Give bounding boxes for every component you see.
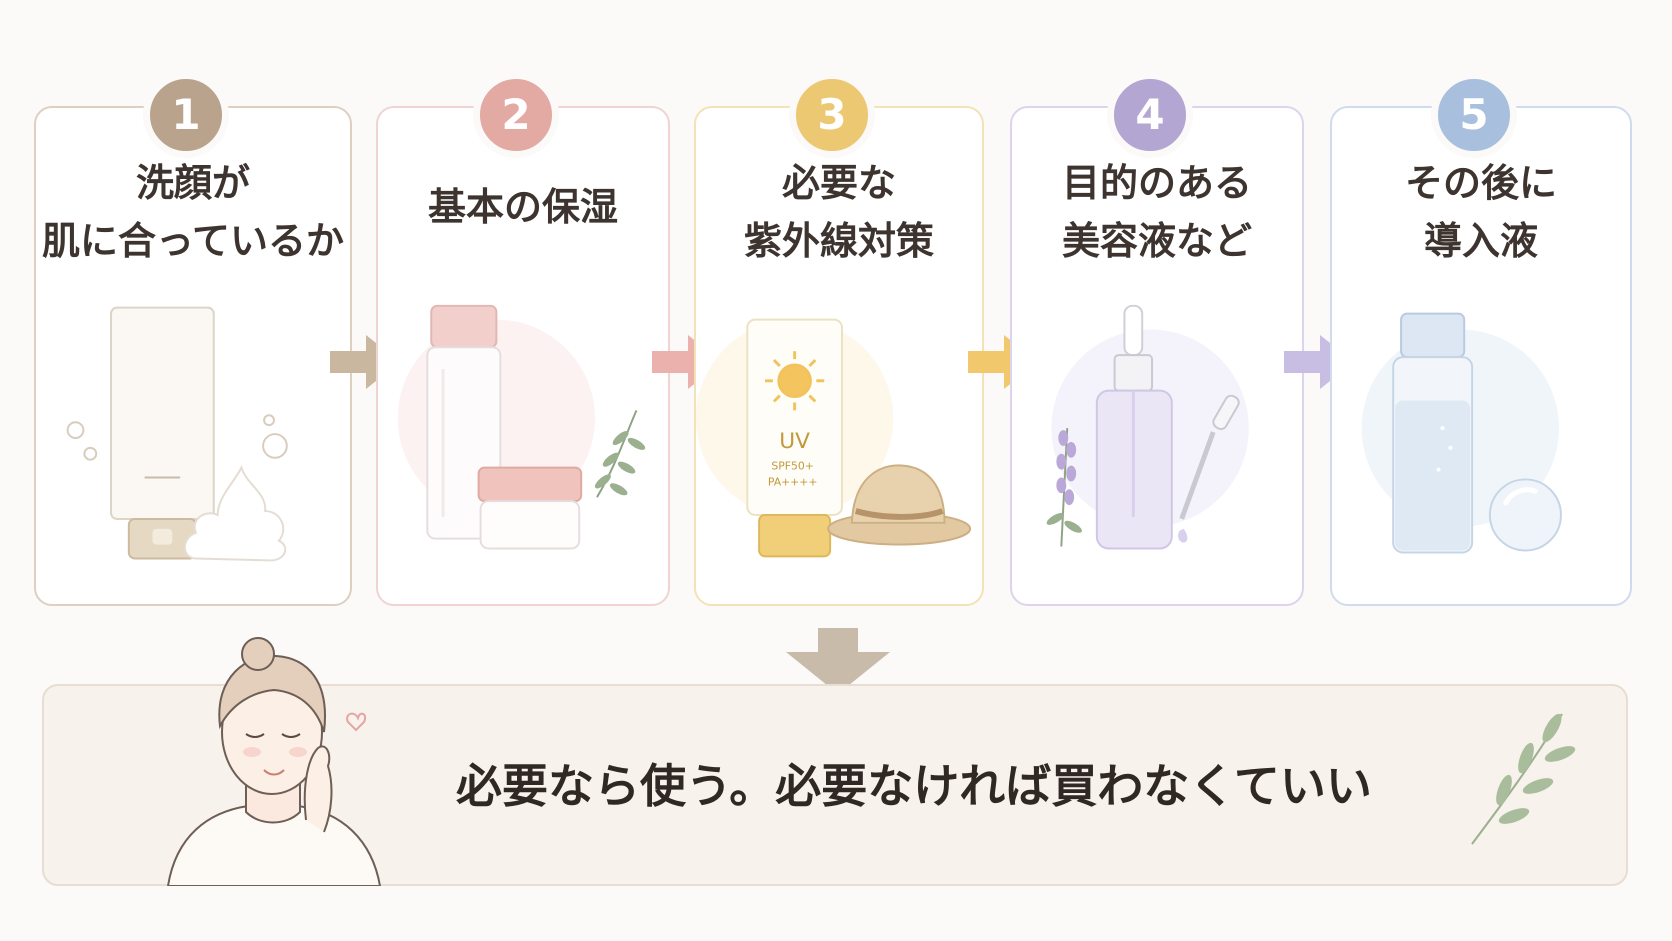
step-card-2: 2 基本の保湿	[376, 72, 670, 606]
step-title-line: 肌に合っているか	[41, 219, 345, 263]
step-number-badge: 5	[1431, 72, 1517, 158]
step-card-1: 1 洗顔が 肌に合っているか	[34, 72, 352, 606]
step-number-badge: 2	[473, 72, 559, 158]
step-title-line: 基本の保湿	[427, 185, 618, 229]
step-title-line: 目的のある	[1061, 161, 1252, 205]
step-title-line: 美容液など	[1061, 219, 1252, 263]
step-illustration: UV SPF50+ PA++++	[696, 298, 982, 578]
step-title-line: 必要な	[781, 161, 896, 205]
step-title-line: 紫外線対策	[743, 219, 934, 263]
step-number-badge: 1	[143, 72, 229, 158]
step-number-badge: 4	[1107, 72, 1193, 158]
step-card-4: 4 目的のある 美容液など	[1010, 72, 1304, 606]
step-illustration	[1012, 298, 1302, 578]
dropper-icon	[1178, 394, 1240, 543]
step-title: その後に 導入液	[1332, 154, 1630, 270]
sun-icon	[765, 351, 825, 411]
step-card-3: 3 必要な 紫外線対策 UV SPF50+ PA++++	[694, 72, 984, 606]
olive-branch-icon	[1471, 713, 1576, 845]
step-illustration	[1332, 298, 1630, 578]
step-title: 基本の保湿	[378, 178, 668, 236]
cream-jar-icon	[477, 466, 583, 550]
lavender-icon	[1046, 428, 1082, 547]
serum-dropper-bottle-icon	[1095, 304, 1173, 550]
sun-hat-icon	[827, 464, 972, 546]
leaf-sprig-icon	[594, 409, 646, 498]
conclusion-text: 必要なら使う。必要なければ買わなくていい	[456, 759, 1372, 813]
step-title-line: 導入液	[1423, 219, 1538, 263]
booster-bottle-icon	[1392, 312, 1474, 554]
step-title: 必要な 紫外線対策	[696, 154, 982, 270]
sunscreen-pa-label: PA++++	[768, 475, 818, 488]
sunscreen-tube-icon	[746, 318, 843, 558]
down-arrow	[786, 628, 890, 694]
sunscreen-uv-label: UV	[779, 429, 810, 454]
sunscreen-spf-label: SPF50+	[771, 460, 813, 473]
foam-icon	[183, 465, 287, 562]
step-card-5: 5 その後に 導入液	[1330, 72, 1632, 606]
step-title: 洗顔が 肌に合っているか	[36, 154, 350, 270]
cleanser-tube-icon	[110, 306, 215, 560]
water-droplet-icon	[1488, 478, 1562, 552]
step-number-badge: 3	[789, 72, 875, 158]
woman-illustration-icon	[166, 637, 382, 886]
step-illustration	[36, 298, 350, 578]
step-illustration	[378, 298, 668, 578]
heart-icon	[346, 712, 367, 732]
step-title-line: その後に	[1404, 161, 1557, 205]
step-title: 目的のある 美容液など	[1012, 154, 1302, 270]
step-title-line: 洗顔が	[135, 161, 250, 205]
